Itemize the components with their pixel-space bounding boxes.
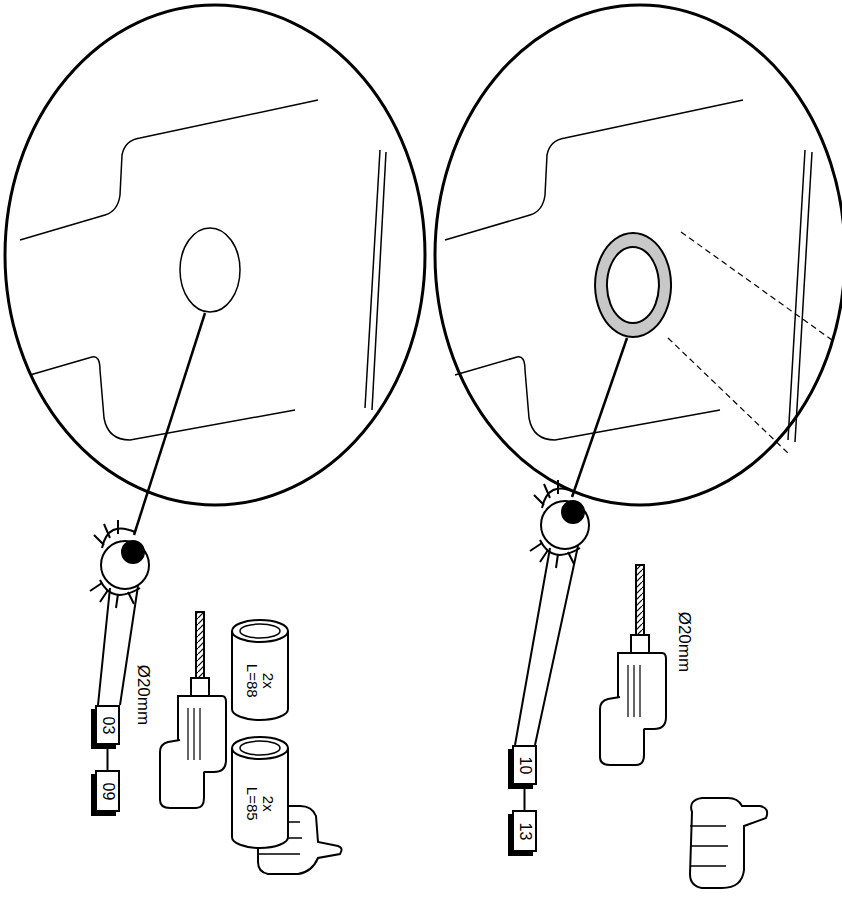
projection-line <box>668 232 832 455</box>
hole <box>180 228 240 312</box>
panel-edge <box>365 150 386 410</box>
drill-symbol <box>600 565 666 765</box>
step-number: 03 <box>99 716 116 734</box>
drill-diameter: Ø20mm <box>669 602 699 682</box>
drill-diameter: Ø20mm <box>128 655 158 735</box>
detail-circle <box>5 5 425 505</box>
panel-edge <box>455 357 720 440</box>
step-range-line <box>524 785 526 810</box>
detail-circle <box>435 5 842 505</box>
eye-symbol <box>515 480 589 745</box>
step-number-box: 13 <box>512 810 537 852</box>
tube-part: 2x L=85 <box>230 735 290 850</box>
dimension-label: Ø20mm <box>134 665 152 725</box>
step-number-box: 09 <box>95 770 120 812</box>
part-quantity-length: 2x L=88 <box>244 659 276 703</box>
grommet-ring <box>595 233 671 337</box>
thumb-up-hand <box>690 798 767 888</box>
part-quantity-length: 2x L=85 <box>244 782 276 826</box>
panel-edge <box>788 150 812 442</box>
drill-symbol <box>160 612 226 808</box>
panel-edge <box>30 357 295 440</box>
panel-edge <box>445 100 743 240</box>
tube-part: 2x L=88 <box>230 618 290 722</box>
step-number-box: 03 <box>95 705 120 745</box>
dimension-label: Ø20mm <box>675 612 693 672</box>
step-number: 09 <box>99 782 116 800</box>
leader-line <box>572 338 627 497</box>
step-number-box: 10 <box>512 745 537 785</box>
leader-line <box>134 313 205 535</box>
panel-edge <box>20 100 318 240</box>
step-number: 10 <box>516 756 533 774</box>
step-number: 13 <box>516 822 533 840</box>
step-range-line <box>107 745 109 770</box>
detail-views <box>5 5 842 535</box>
